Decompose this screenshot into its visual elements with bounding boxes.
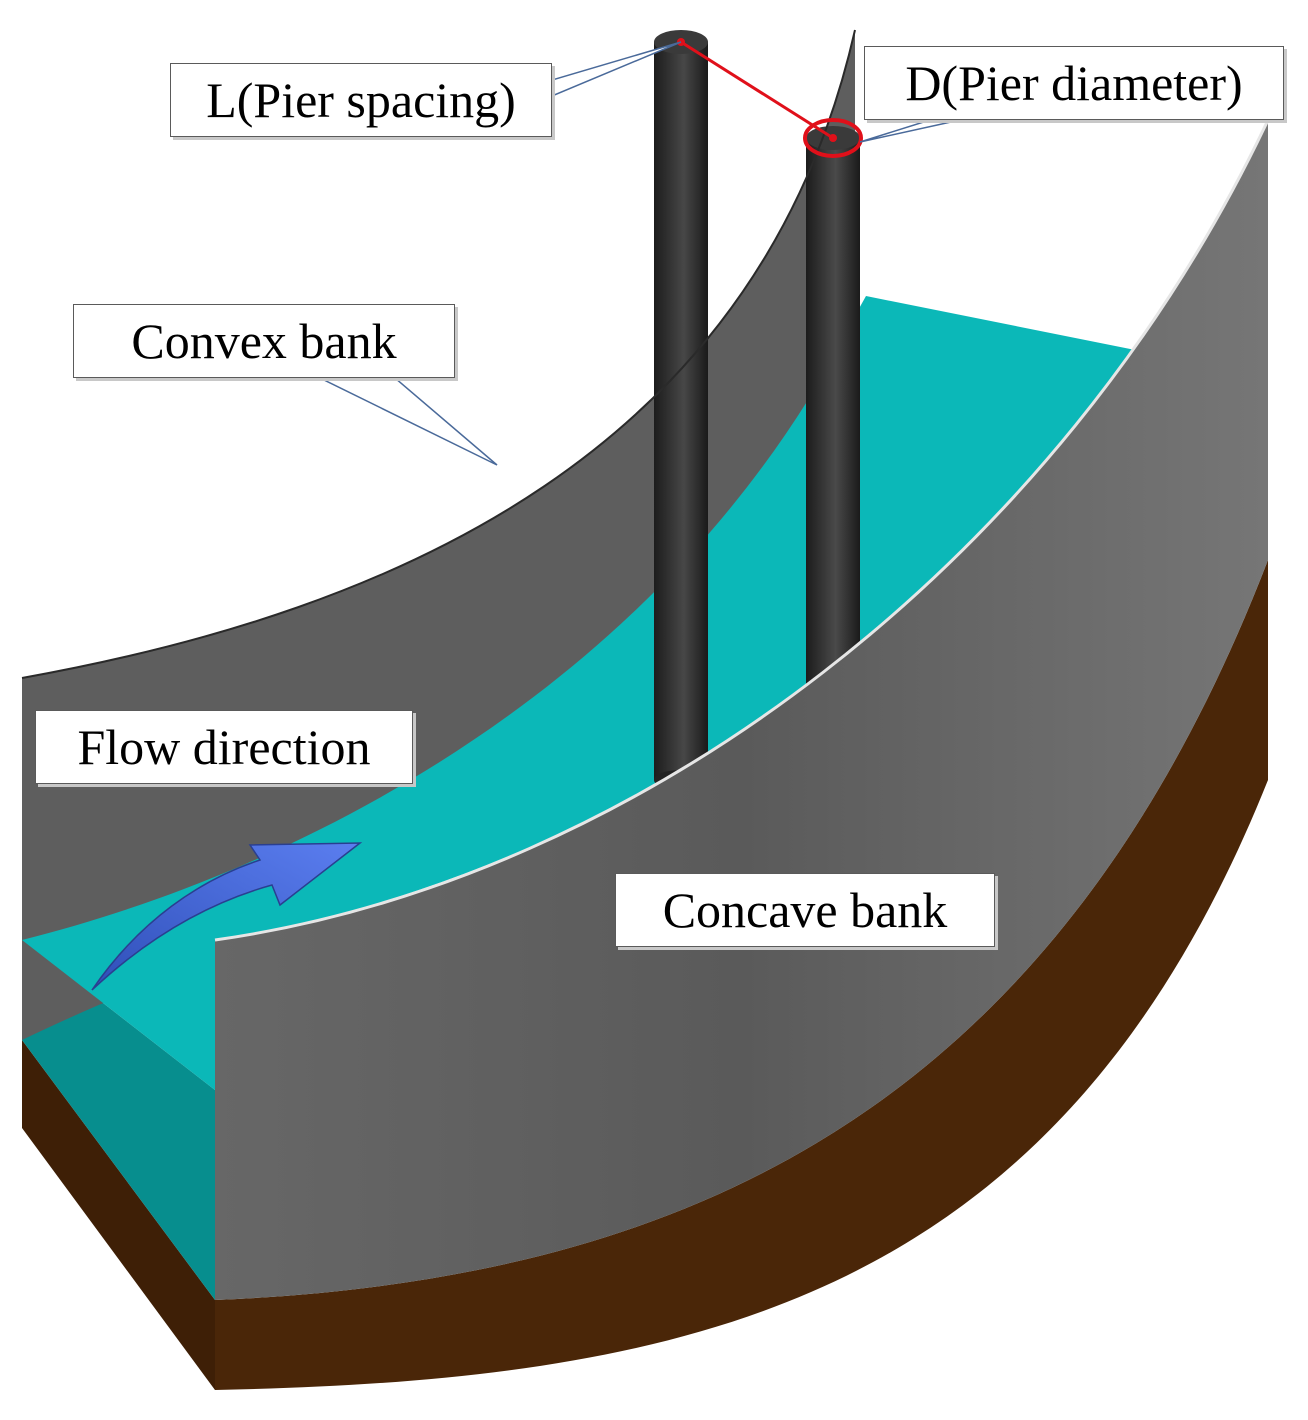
- water-side-face: [22, 940, 215, 1300]
- convex-bank-leader: [319, 377, 498, 466]
- soil-base-front: [215, 560, 1268, 1390]
- water-surface: [22, 296, 1185, 1090]
- convex-bank-label: Convex bank: [73, 304, 455, 378]
- pier-spacing-label: L(Pier spacing): [170, 63, 552, 137]
- soil-base-side: [22, 1040, 215, 1390]
- concave-bank-label: Concave bank: [615, 873, 995, 947]
- pier-spacing-dimension-line: [680, 40, 834, 140]
- pier-diameter-leader: [859, 119, 961, 143]
- flow-direction-label: Flow direction: [35, 710, 413, 784]
- pier-diameter-label: D(Pier diameter): [864, 46, 1284, 120]
- convex-bank-top-edge: [21, 29, 856, 679]
- flow-direction-arrow: [91, 842, 363, 991]
- concave-bank-top-edge: [214, 119, 1270, 942]
- pier-diameter-marker: [803, 118, 863, 158]
- concave-bank-wall: [215, 120, 1268, 1300]
- pier-right: [806, 138, 860, 748]
- pier-spacing-leader: [551, 41, 682, 98]
- pier-spacing-endpoint-right: [829, 134, 837, 142]
- pier-left: [654, 42, 708, 780]
